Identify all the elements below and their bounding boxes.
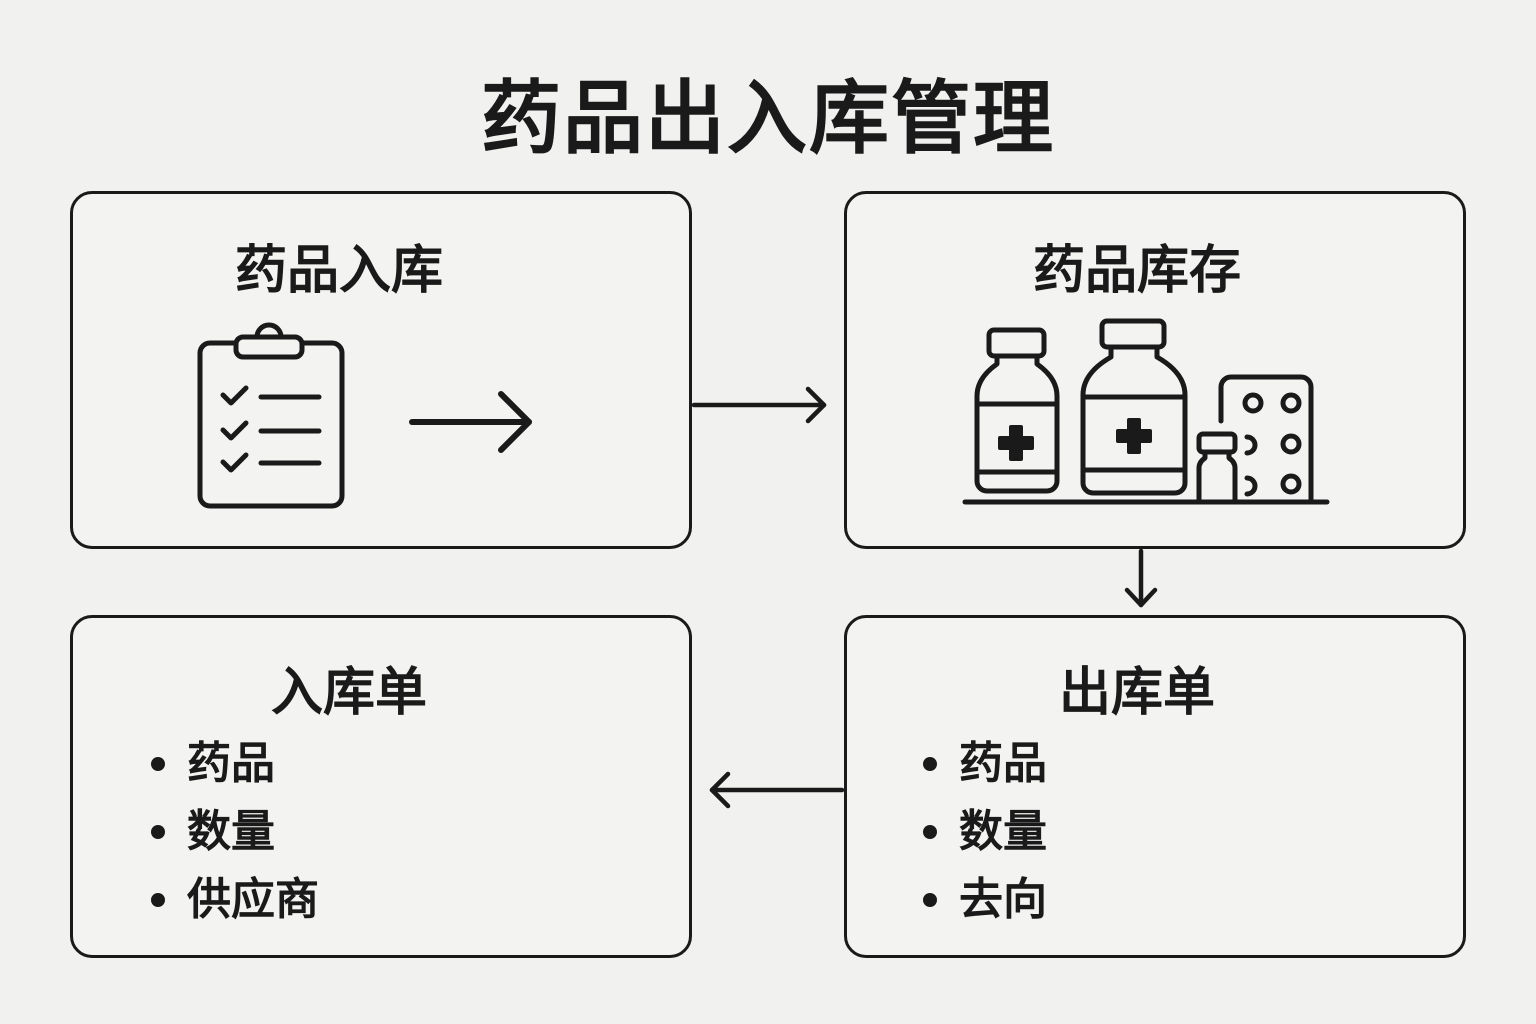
bullet-icon (923, 825, 937, 839)
bullet-icon (923, 893, 937, 907)
inventory-box: 药品库存 (844, 191, 1466, 549)
list-item: 药品 (151, 730, 319, 798)
inbound-box: 药品入库 (70, 191, 692, 549)
list-item: 数量 (923, 798, 1047, 866)
list-item: 去向 (923, 866, 1047, 934)
inbound-order-box: 入库单 药品 数量 供应商 (70, 615, 692, 958)
inbound-order-fields: 药品 数量 供应商 (151, 730, 319, 934)
clipboard-checklist-icon (197, 322, 345, 509)
list-item: 药品 (923, 730, 1047, 798)
medicine-bottle-icon (974, 327, 1060, 494)
pill-blister-icon (1218, 374, 1314, 502)
connector-outbound-to-inbound (709, 771, 845, 809)
outbound-order-box: 出库单 药品 数量 去向 (844, 615, 1466, 958)
vial-icon (1196, 431, 1238, 503)
bullet-icon (151, 893, 165, 907)
outbound-order-fields: 药品 数量 去向 (923, 730, 1047, 934)
page-title: 药品出入库管理 (481, 72, 1055, 165)
inbound-box-title: 药品入库 (235, 241, 444, 301)
medicine-shelf-icon (962, 318, 1330, 505)
outbound-order-title: 出库单 (1059, 663, 1216, 723)
inventory-box-title: 药品库存 (1033, 241, 1242, 301)
list-item: 数量 (151, 798, 319, 866)
bullet-icon (151, 825, 165, 839)
arrow-right-icon (409, 391, 532, 453)
list-item: 供应商 (151, 866, 319, 934)
connector-inventory-to-outbound (1124, 548, 1158, 608)
bullet-icon (923, 757, 937, 771)
connector-inbound-to-inventory (691, 386, 827, 424)
medicine-bottle-icon (1080, 318, 1188, 496)
bullet-icon (151, 757, 165, 771)
inbound-order-title: 入库单 (271, 663, 428, 723)
